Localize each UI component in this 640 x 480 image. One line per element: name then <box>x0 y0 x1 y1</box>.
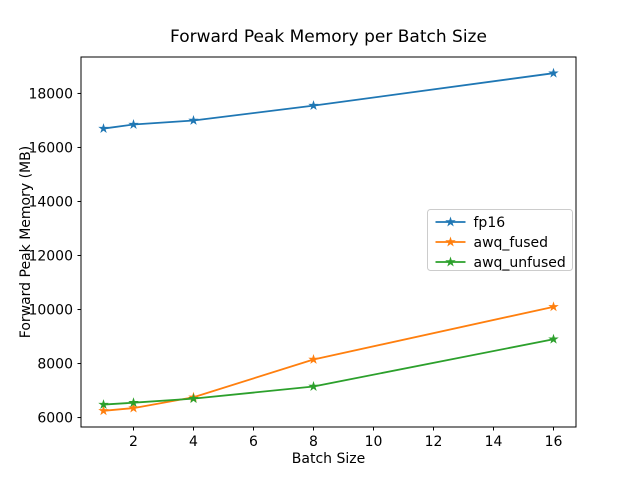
fp16-marker <box>188 114 199 125</box>
x-tick-label: 4 <box>189 434 198 450</box>
awq_fused-marker <box>308 353 319 364</box>
legend-entry-marker <box>445 236 456 247</box>
awq_unfused-marker <box>98 399 109 410</box>
x-tick-label: 6 <box>249 434 258 450</box>
y-tick-label: 14000 <box>28 194 73 210</box>
awq_fused-marker <box>128 402 139 413</box>
fp16-marker <box>98 123 109 134</box>
awq_fused-marker <box>98 405 109 416</box>
x-tick-label: 10 <box>365 434 383 450</box>
fp16-marker <box>128 119 139 129</box>
y-tick-label: 18000 <box>28 86 73 102</box>
legend-entry-marker <box>445 256 456 267</box>
awq_unfused-marker <box>128 397 139 408</box>
x-tick-label: 2 <box>129 434 138 450</box>
legend-entry-label: awq_fused <box>474 235 549 251</box>
legend-box <box>427 209 573 271</box>
awq_fused-line <box>103 305 554 412</box>
fp16-marker <box>308 100 319 111</box>
awq_unfused-marker <box>308 380 319 391</box>
awq_fused-marker <box>548 301 559 312</box>
y-tick-label: 10000 <box>28 303 73 319</box>
legend-entry-label: fp16 <box>474 215 506 231</box>
x-tick-label: 14 <box>485 434 503 450</box>
x-axis-label: Batch Size <box>291 451 366 467</box>
x-tick-label: 8 <box>309 434 318 450</box>
x-tick-label: 12 <box>425 434 443 450</box>
chart-title: Forward Peak Memory per Batch Size <box>170 27 487 47</box>
x-tick-label: 16 <box>545 434 563 450</box>
y-tick-label: 6000 <box>37 411 73 427</box>
plot-border <box>80 56 577 428</box>
fp16-marker <box>548 67 559 78</box>
legend-entry-marker <box>445 216 456 227</box>
y-tick-label: 8000 <box>37 357 73 373</box>
fp16-line <box>103 72 554 130</box>
y-tick-label: 12000 <box>28 249 73 265</box>
legend-entry-label: awq_unfused <box>474 255 566 271</box>
awq_unfused-line <box>103 338 554 406</box>
awq_unfused-marker <box>548 333 559 344</box>
y-tick-label: 16000 <box>28 140 73 156</box>
awq_unfused-marker <box>188 393 199 404</box>
